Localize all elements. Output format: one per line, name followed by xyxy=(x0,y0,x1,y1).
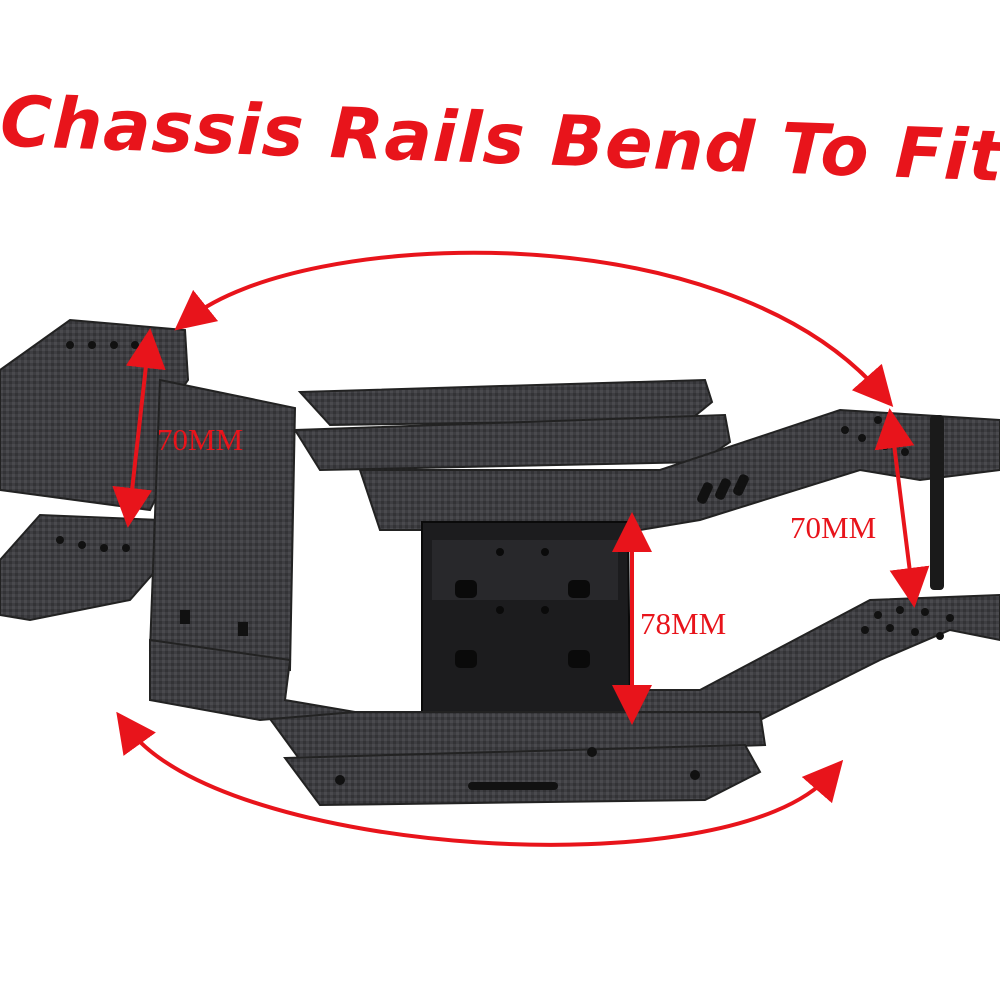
front-bumper-plates xyxy=(263,711,767,807)
top-bend-arrow xyxy=(174,250,894,408)
right-shock-post xyxy=(930,415,944,590)
left-height-label: 70MM xyxy=(157,422,244,457)
rear-bumper-plates xyxy=(293,378,732,472)
left-dimension-arrow xyxy=(112,328,166,528)
measurement-arrows xyxy=(112,250,930,847)
right-height-label: 70MM xyxy=(790,510,877,545)
skid-plate-height-label: 78MM xyxy=(640,606,727,641)
bottom-bend-arrow xyxy=(116,711,844,847)
skid-plate xyxy=(421,521,632,713)
right-dimension-arrow xyxy=(874,408,930,608)
